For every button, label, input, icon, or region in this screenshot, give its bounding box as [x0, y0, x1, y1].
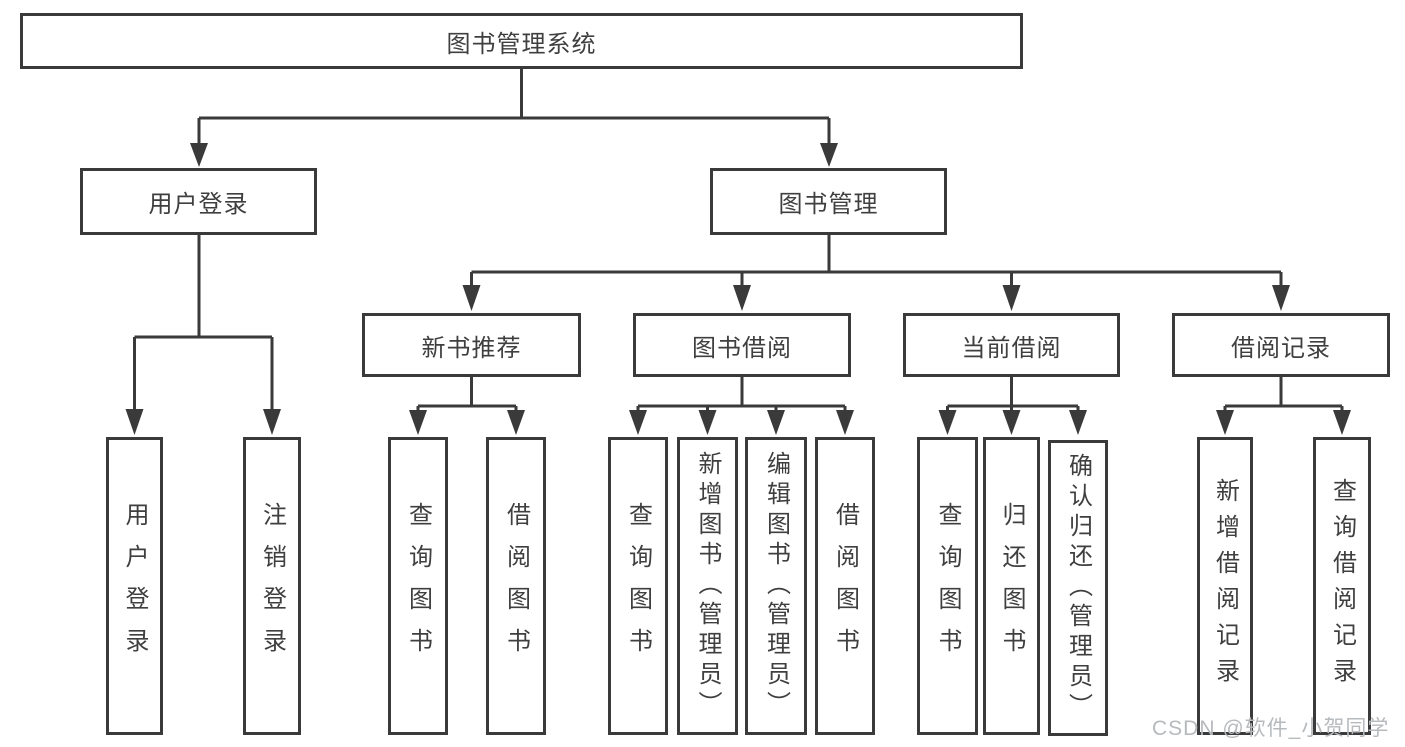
leaf-label: 确认归还（管理员） — [1064, 453, 1092, 723]
leaf-borrow-books-recommend: 借阅图书 — [486, 437, 546, 735]
leaf-query-books-current: 查询图书 — [917, 437, 978, 735]
node-library-management-system: 图书管理系统 — [20, 13, 1023, 69]
node-label: 新书推荐 — [421, 334, 522, 362]
node-label: 用户登录 — [148, 191, 249, 218]
csdn-watermark: CSDN @软件_小贺同学 — [1152, 717, 1390, 740]
leaf-query-borrow-record: 查询借阅记录 — [1313, 437, 1371, 735]
node-borrowing-records: 借阅记录 — [1172, 313, 1390, 377]
leaf-user-login: 用户登录 — [106, 437, 163, 735]
leaf-label: 注销登录 — [258, 502, 286, 670]
node-user-login: 用户登录 — [80, 168, 317, 235]
leaf-label: 编辑图书（管理员） — [762, 451, 790, 721]
leaf-add-books-admin: 新增图书（管理员） — [677, 437, 738, 735]
leaf-confirm-return-admin: 确认归还（管理员） — [1048, 440, 1108, 736]
leaf-edit-books-admin: 编辑图书（管理员） — [745, 437, 807, 735]
leaf-add-borrow-record: 新增借阅记录 — [1197, 437, 1253, 735]
leaf-query-books-borrowing: 查询图书 — [608, 437, 668, 735]
leaf-logout: 注销登录 — [243, 437, 301, 735]
leaf-label: 借阅图书 — [502, 502, 530, 670]
node-book-borrowing: 图书借阅 — [633, 313, 851, 377]
node-label: 借阅记录 — [1231, 334, 1331, 362]
leaf-label: 新增借阅记录 — [1211, 478, 1239, 694]
node-current-borrowing: 当前借阅 — [903, 313, 1120, 377]
node-label: 图书借阅 — [692, 334, 792, 362]
leaf-label: 借阅图书 — [831, 502, 859, 670]
leaf-borrow-books: 借阅图书 — [815, 437, 875, 735]
node-new-book-recommend: 新书推荐 — [362, 313, 581, 377]
leaf-label: 新增图书（管理员） — [694, 451, 721, 721]
node-label: 图书管理 — [778, 191, 879, 218]
leaf-label: 查询图书 — [624, 502, 652, 670]
node-book-management: 图书管理 — [710, 168, 947, 235]
node-label: 当前借阅 — [961, 334, 1062, 362]
leaf-label: 查询图书 — [404, 502, 432, 670]
node-label: 图书管理系统 — [446, 30, 597, 58]
leaf-label: 查询借阅记录 — [1328, 478, 1356, 694]
leaf-label: 用户登录 — [121, 502, 148, 670]
leaf-return-books: 归还图书 — [983, 437, 1040, 735]
leaf-label: 查询图书 — [934, 502, 961, 670]
leaf-query-books-recommend: 查询图书 — [388, 437, 448, 735]
leaf-label: 归还图书 — [998, 502, 1025, 670]
